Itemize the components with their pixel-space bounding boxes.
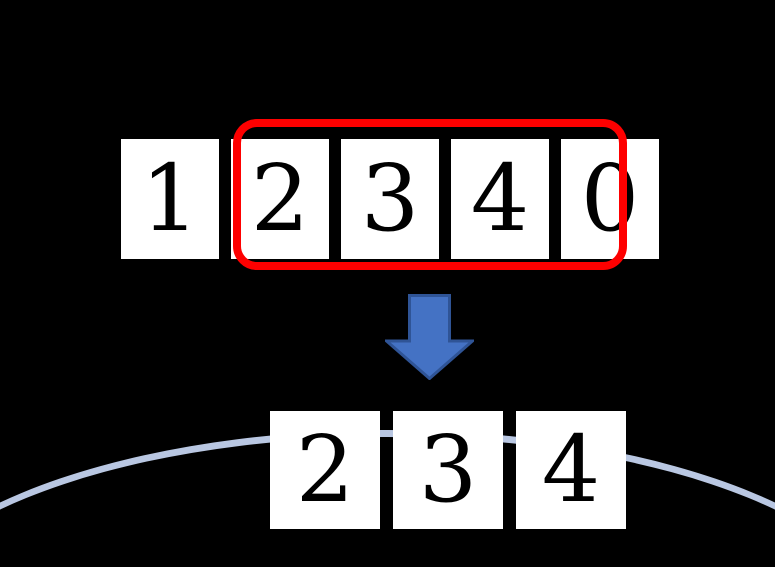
input-cell-4[interactable]: 0 — [561, 139, 659, 259]
input-array-row: 1 2 3 4 0 — [121, 139, 659, 259]
input-cell-0[interactable]: 1 — [121, 139, 219, 259]
output-cell-0[interactable]: 2 — [270, 411, 380, 529]
input-cell-2[interactable]: 3 — [341, 139, 439, 259]
output-cell-2[interactable]: 4 — [516, 411, 626, 529]
input-cell-1[interactable]: 2 — [231, 139, 329, 259]
down-arrow-icon — [385, 294, 474, 380]
output-cell-1[interactable]: 3 — [393, 411, 503, 529]
input-cell-3[interactable]: 4 — [451, 139, 549, 259]
output-array-row: 2 3 4 — [270, 411, 626, 529]
